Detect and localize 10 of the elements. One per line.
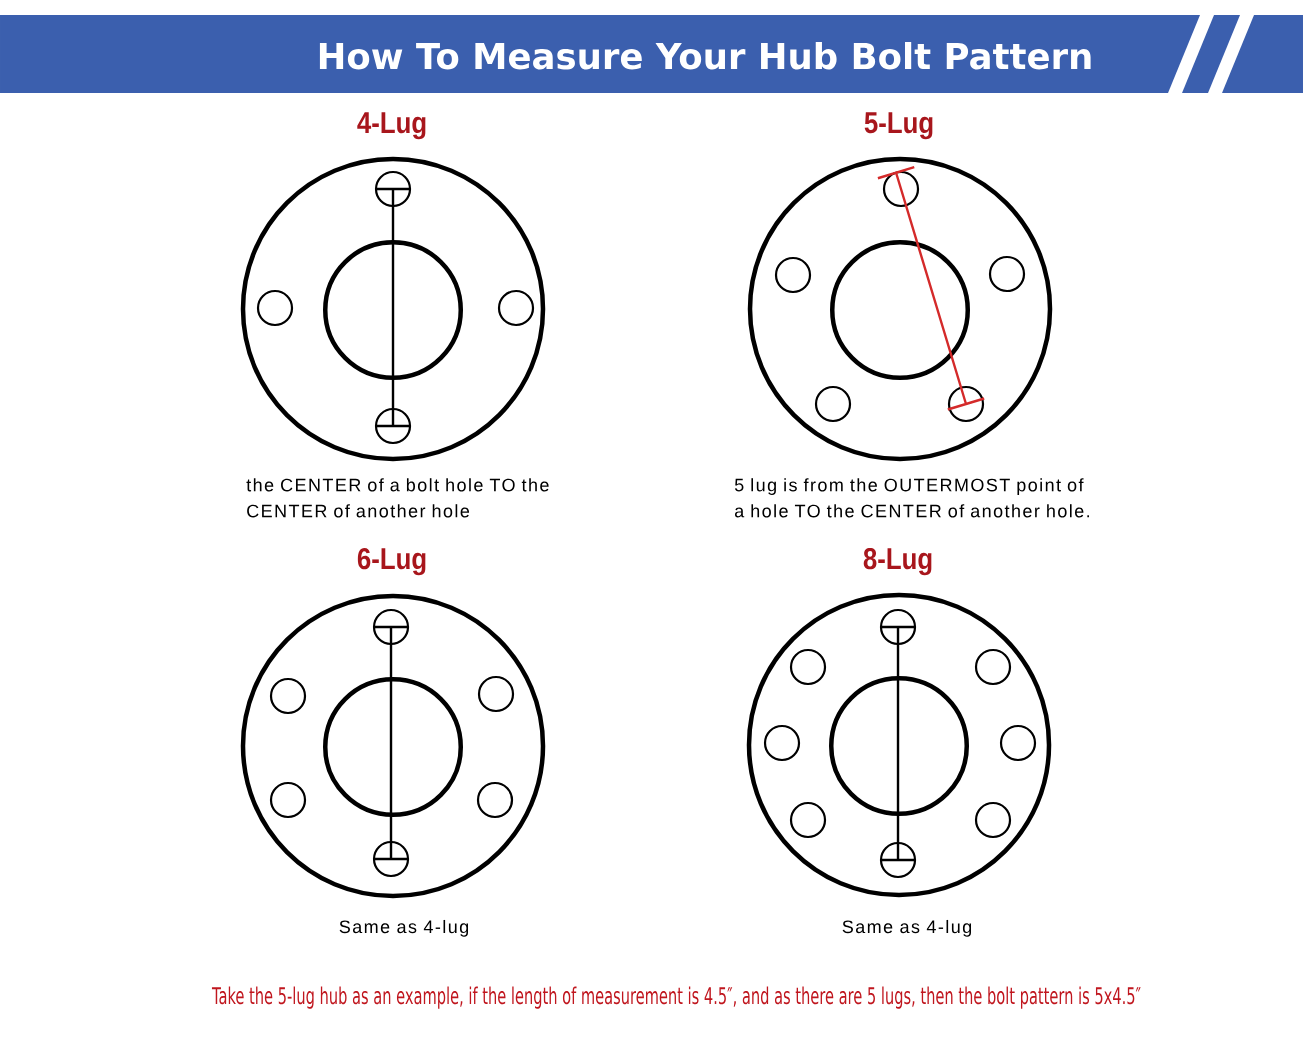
note: Take the 5-lug hub as an example, if the length of measurement is 4.5″, and as there are 5 lugs, then the bolt pattern is 5x4.5″ bbox=[211, 986, 1141, 1009]
title-banner: How To Measure Your Hub Bolt Pattern bbox=[0, 15, 1303, 93]
description-text: the CENTER of a bolt hole TO the CENTER of another hole bbox=[246, 478, 549, 518]
description-text: Same as 4-lug bbox=[842, 919, 972, 937]
heading: 6-Lug bbox=[357, 548, 426, 576]
heading: 4-Lug bbox=[357, 112, 426, 140]
description-text: 5 lug is from the OUTERMOST point of a hole TO the CENTER of another hole. bbox=[734, 478, 1090, 518]
heading: 5-Lug bbox=[864, 112, 933, 140]
heading: 8-Lug bbox=[863, 548, 932, 576]
description-text: Same as 4-lug bbox=[339, 919, 469, 937]
